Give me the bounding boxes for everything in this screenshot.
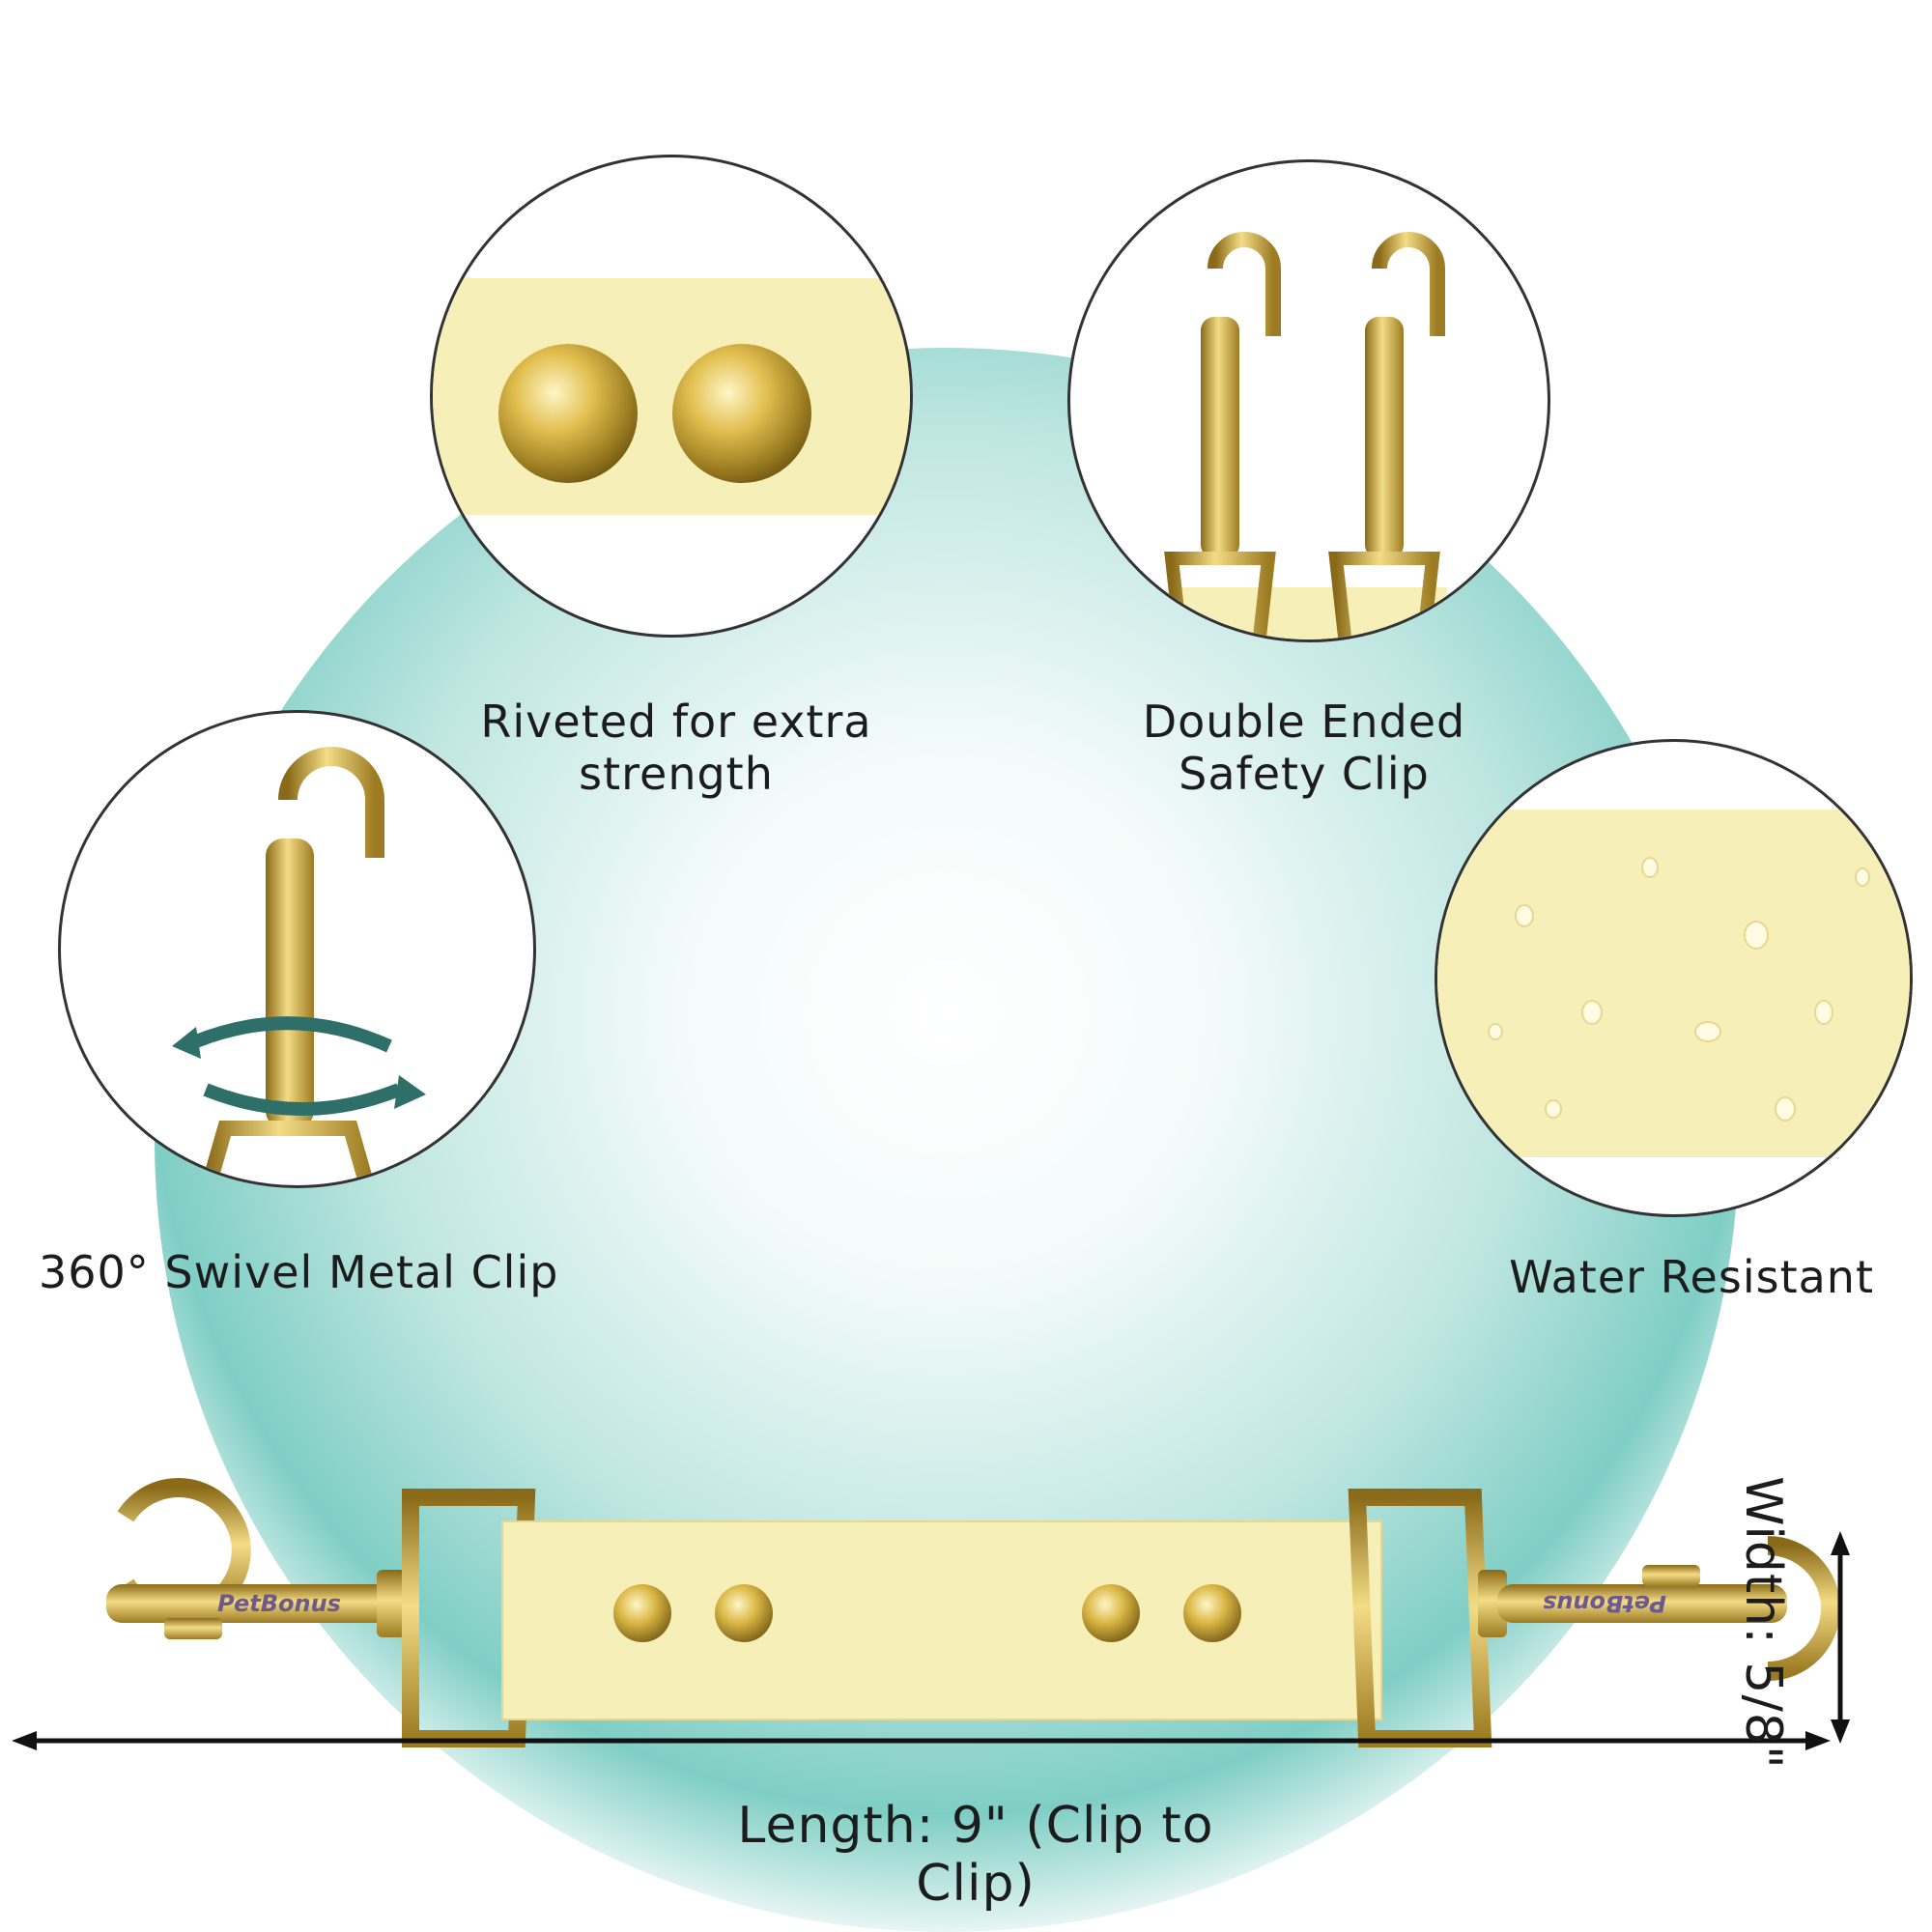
rivet-1 (613, 1584, 671, 1642)
double-clip-closeup-image (1164, 232, 1447, 639)
rivet-4 (1183, 1584, 1241, 1642)
riveted-label: Riveted for extra strength (464, 696, 889, 800)
rivet-left (498, 344, 638, 483)
water-droplets (1488, 857, 1870, 1122)
rivet-closeup-image (433, 278, 910, 515)
double-clip-label-line2: Safety Clip (1179, 748, 1430, 800)
rivet-2 (715, 1584, 773, 1642)
double-clip-detail-circle (1067, 159, 1550, 642)
brand-text-right: PetBonus (1543, 1590, 1666, 1617)
riveted-label-line2: strength (579, 748, 774, 800)
riveted-label-line1: Riveted for extra (480, 696, 872, 748)
right-clip-brand: PetBonus (1543, 1590, 1666, 1617)
rivet-right (672, 344, 811, 483)
left-clip-brand: PetBonus (217, 1590, 341, 1617)
swivel-detail-circle (58, 710, 536, 1188)
swivel-label: 360° Swivel Metal Clip (39, 1246, 580, 1298)
water-resistant-label: Water Resistant (1488, 1251, 1874, 1303)
riveted-detail-circle (430, 155, 913, 638)
clip-right (1328, 232, 1445, 639)
double-clip-label: Double Ended Safety Clip (1101, 696, 1507, 800)
length-measure-arrow (12, 1731, 1831, 1750)
clip-left (1164, 232, 1281, 639)
swivel-label-text: 360° Swivel Metal Clip (39, 1246, 559, 1298)
double-clip-coupler-product-image: PetBonus PetBonus (12, 1478, 1850, 1750)
water-resistant-detail-circle (1435, 739, 1913, 1217)
rivet-3 (1082, 1584, 1140, 1642)
brand-text-left: PetBonus (217, 1590, 341, 1617)
width-dimension-label: Width: 5/8" (1734, 1476, 1792, 1770)
length-dimension-label: Length: 9" (Clip to Clip) (737, 1797, 1214, 1913)
rotation-arrows-icon (172, 1016, 426, 1116)
width-measure-arrow (1831, 1531, 1850, 1744)
swivel-clip-closeup-image (172, 747, 426, 1185)
water-resistant-label-text: Water Resistant (1509, 1251, 1874, 1303)
water-droplets-closeup-image (1437, 810, 1910, 1157)
double-clip-label-line1: Double Ended (1142, 696, 1466, 748)
